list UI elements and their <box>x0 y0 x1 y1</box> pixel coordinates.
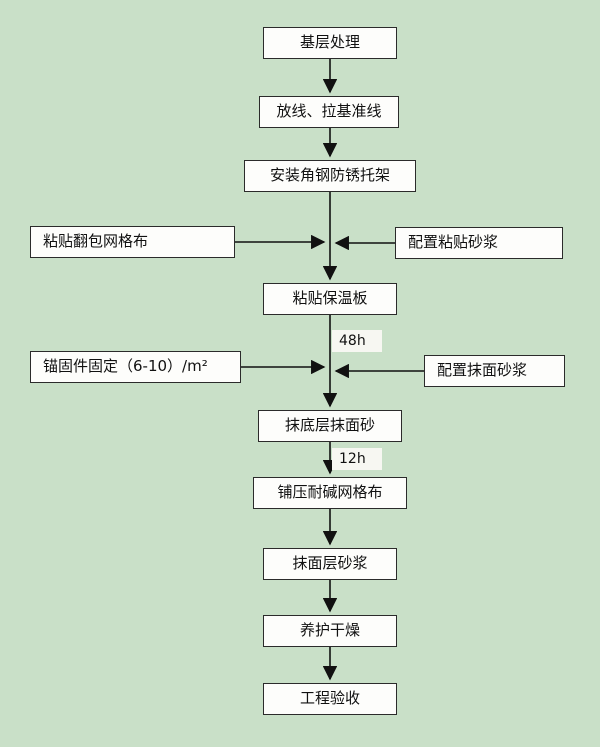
node-anchor-fixing: 锚固件固定（6-10）/m² <box>30 351 241 383</box>
node-paste-insulation-board: 粘贴保温板 <box>263 283 397 315</box>
node-base-plaster-coat: 抹底层抹面砂 <box>258 410 402 442</box>
node-lay-alkali-mesh: 铺压耐碱网格布 <box>253 477 407 509</box>
node-project-acceptance: 工程验收 <box>263 683 397 715</box>
node-curing-drying: 养护干燥 <box>263 615 397 647</box>
node-install-bracket: 安装角钢防锈托架 <box>244 160 416 192</box>
node-prepare-surface-mortar: 配置抹面砂浆 <box>424 355 565 387</box>
node-prepare-bonding-mortar: 配置粘贴砂浆 <box>395 227 563 259</box>
edge-label-12h: 12h <box>332 448 382 470</box>
node-base-treatment: 基层处理 <box>263 27 397 59</box>
node-paste-wrap-mesh: 粘贴翻包网格布 <box>30 226 235 258</box>
node-set-reference-lines: 放线、拉基准线 <box>259 96 399 128</box>
node-surface-mortar-coat: 抹面层砂浆 <box>263 548 397 580</box>
edge-label-48h: 48h <box>332 330 382 352</box>
